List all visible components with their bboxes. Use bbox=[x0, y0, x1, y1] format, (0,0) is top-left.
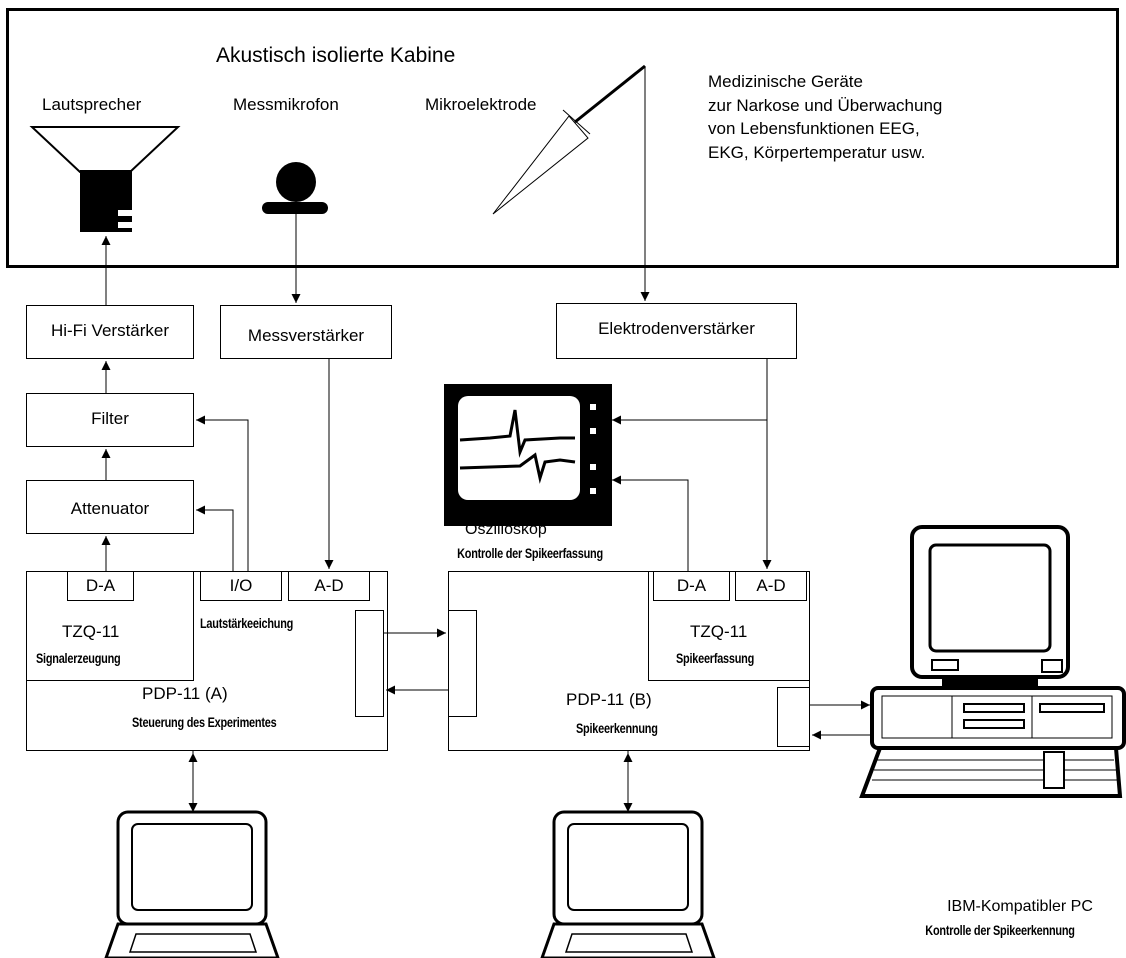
tzq11-b-label: TZQ-11 bbox=[690, 622, 748, 641]
medical-line: von Lebensfunktionen EEG, bbox=[708, 119, 920, 139]
tzq11-a-label: TZQ-11 bbox=[62, 622, 120, 641]
pdp11-a-da-box: D-A bbox=[67, 571, 134, 601]
io-to-filter-arrow bbox=[196, 415, 249, 571]
io-to-attenuator-arrow bbox=[196, 505, 234, 571]
pdp11-b-da-label: D-A bbox=[676, 576, 707, 595]
pdp11-a-io-box: I/O bbox=[200, 571, 282, 601]
terminal-b-icon bbox=[540, 810, 716, 958]
medical-devices-text: Medizinische Geräte zur Narkose und Über… bbox=[708, 72, 942, 162]
pdp11-b-label: PDP-11 (B) bbox=[566, 690, 652, 709]
attenuator-label: Attenuator bbox=[70, 499, 150, 518]
pdp11-a-label: PDP-11 (A) bbox=[142, 684, 228, 703]
electrode-amplifier-box: Elektrodenverstärker bbox=[556, 303, 797, 359]
microphone-label: Messmikrofon bbox=[233, 95, 339, 114]
medical-line: zur Narkose und Überwachung bbox=[708, 95, 943, 115]
pdp11-a-port bbox=[355, 610, 384, 717]
cabin-title: Akustisch isolierte Kabine bbox=[216, 44, 456, 67]
pc-sublabel: Kontrolle der Spikeerkennung bbox=[925, 922, 1075, 938]
speaker-label: Lautsprecher bbox=[42, 95, 142, 114]
terminal-a-icon bbox=[104, 810, 280, 958]
filter-box: Filter bbox=[26, 393, 194, 447]
loudspeaker-icon bbox=[29, 126, 181, 232]
pdp11-b-port-right bbox=[777, 687, 810, 747]
pdp11-a-io-label: I/O bbox=[229, 576, 253, 595]
pdp11-b-sublabel: Spikeerkennung bbox=[576, 720, 658, 736]
pdp11-a-sublabel: Steuerung des Experimentes bbox=[132, 714, 277, 730]
microphone-icon bbox=[262, 162, 328, 272]
pdp11-b-ad-label: A-D bbox=[756, 576, 786, 595]
volume-calibration-label: Lautstärkeeichung bbox=[200, 615, 294, 631]
medical-line: EKG, Körpertemperatur usw. bbox=[708, 142, 926, 162]
hifi-amplifier-box: Hi-Fi Verstärker bbox=[26, 305, 194, 359]
electrode-amplifier-label: Elektrodenverstärker bbox=[598, 319, 755, 338]
pc-label: IBM-Kompatibler PC bbox=[947, 898, 1093, 915]
pdp11-b-ad-box: A-D bbox=[735, 571, 807, 601]
pdp11-b-port-left bbox=[448, 610, 477, 717]
tzq11-b-sublabel: Spikeerfassung bbox=[676, 650, 755, 666]
measurement-amplifier-box: Messverstärker bbox=[220, 305, 392, 359]
pdp11-a-da-label: D-A bbox=[85, 576, 116, 595]
microelectrode-icon bbox=[492, 64, 646, 282]
signal-lines bbox=[101, 236, 872, 812]
electrode-label: Mikroelektrode bbox=[425, 95, 537, 114]
pdp11-b-da-box: D-A bbox=[653, 571, 730, 601]
attenuator-box: Attenuator bbox=[26, 480, 194, 534]
oscilloscope-icon bbox=[444, 384, 612, 526]
measurement-amplifier-label: Messverstärker bbox=[247, 326, 365, 345]
hifi-amplifier-label: Hi-Fi Verstärker bbox=[50, 321, 170, 340]
pdp11-a-ad-label: A-D bbox=[314, 576, 344, 595]
pdp11-a-ad-box: A-D bbox=[288, 571, 370, 601]
filter-label: Filter bbox=[91, 409, 129, 428]
medical-line: Medizinische Geräte bbox=[708, 72, 863, 91]
ibm-pc-icon bbox=[859, 525, 1126, 798]
oscilloscope-caption: Kontrolle der Spikeerfassung bbox=[457, 545, 603, 561]
da-b-to-oscilloscope-arrow bbox=[612, 475, 689, 571]
tzq11-a-sublabel: Signalerzeugung bbox=[36, 650, 121, 666]
